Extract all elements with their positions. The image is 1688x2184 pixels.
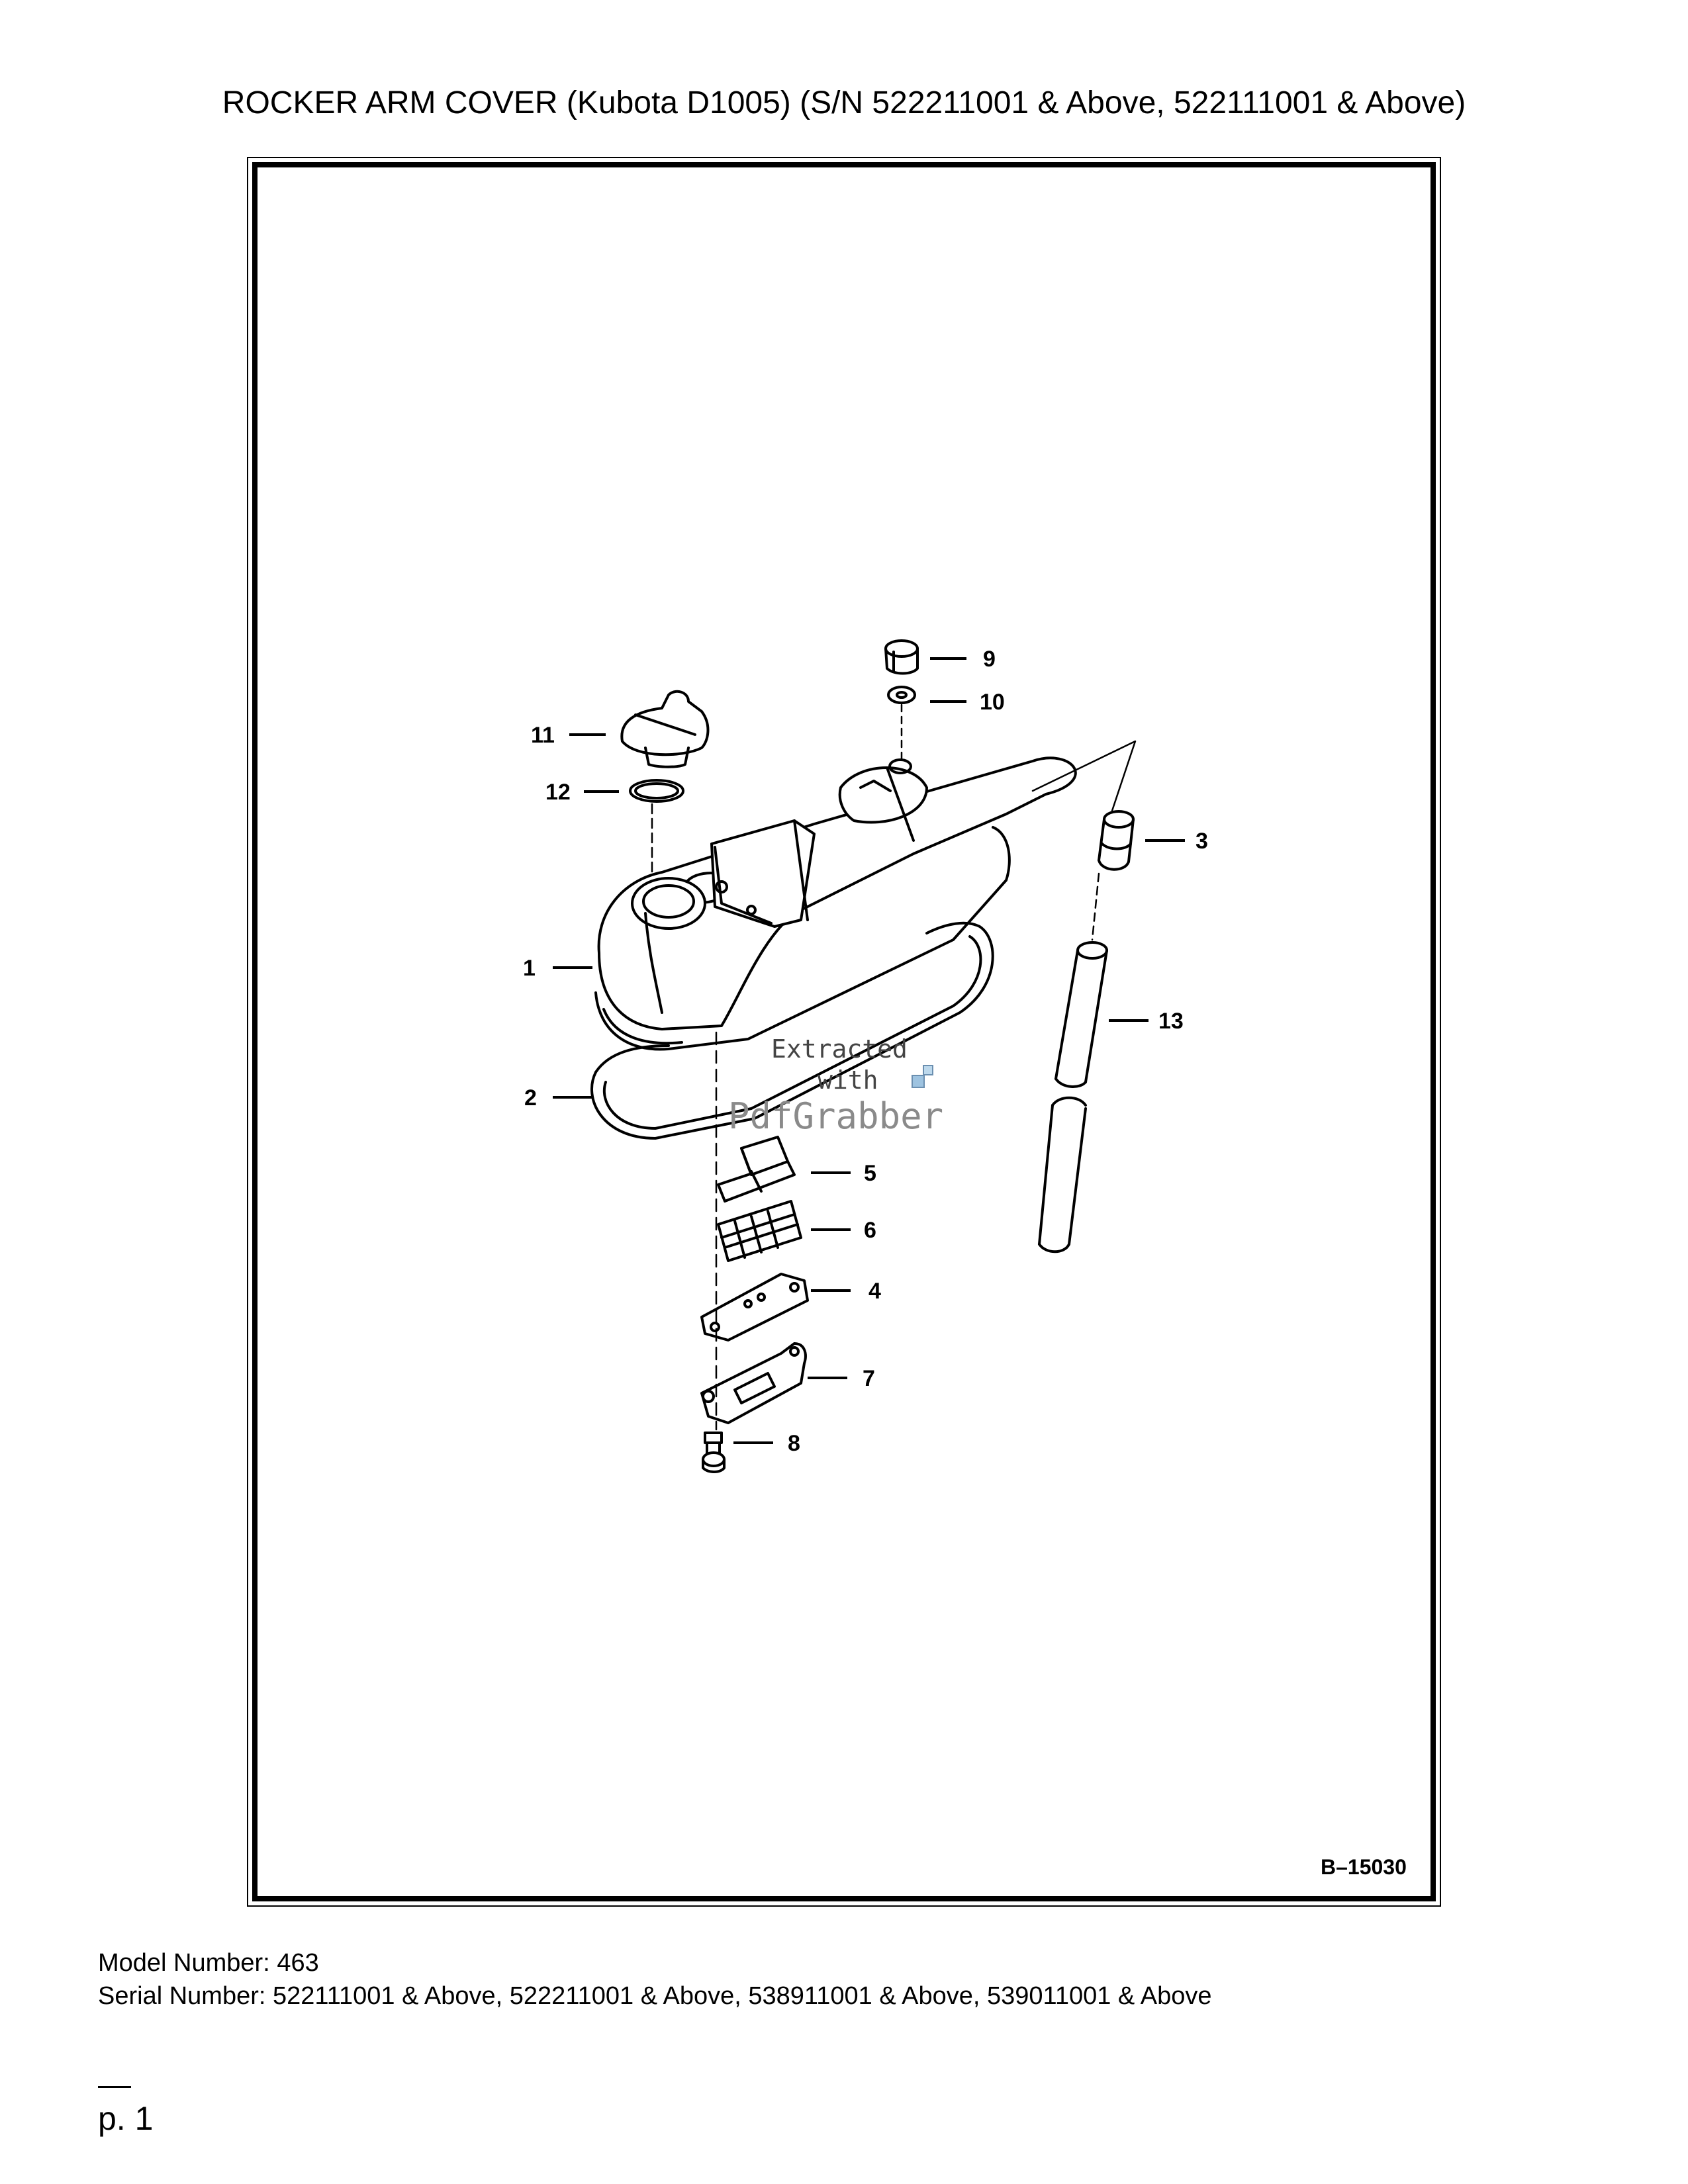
bolt-part — [702, 1432, 726, 1473]
diagram-frame-outer — [247, 157, 1441, 1907]
figure-code: B–15030 — [1321, 1855, 1407, 1879]
breather-element-part — [717, 1136, 796, 1203]
callout-2: 2 — [524, 1085, 537, 1111]
cover-plate-part — [700, 1342, 807, 1424]
rocker-arm-cover-part — [594, 756, 1077, 1051]
oil-filler-cap-part — [620, 690, 710, 768]
page-number-rule — [98, 2086, 131, 2088]
breather-pipe-part — [1098, 810, 1135, 871]
callout-1: 1 — [523, 956, 536, 981]
callout-10: 10 — [980, 690, 1005, 715]
callout-5: 5 — [864, 1161, 876, 1186]
callout-6: 6 — [864, 1218, 876, 1243]
model-number: Model Number: 463 — [98, 1949, 319, 1977]
page-title: ROCKER ARM COVER (Kubota D1005) (S/N 522… — [222, 85, 1466, 120]
callout-3: 3 — [1196, 829, 1208, 854]
callout-13: 13 — [1158, 1009, 1184, 1034]
callout-8: 8 — [788, 1431, 800, 1456]
gasket-part — [590, 921, 994, 1140]
watermark-line1: Extracted — [771, 1034, 908, 1064]
o-ring-part — [629, 779, 684, 803]
watermark-line3: PdfGrabber — [728, 1095, 943, 1137]
serial-number: Serial Number: 522111001 & Above, 522211… — [98, 1982, 1212, 2010]
callout-7: 7 — [863, 1366, 875, 1391]
watermark-logo-icon — [912, 1075, 925, 1088]
page-number: p. 1 — [98, 2100, 154, 2137]
callout-4: 4 — [868, 1279, 881, 1304]
assembly-lines — [651, 704, 1137, 1431]
watermark-line2: with — [818, 1066, 878, 1095]
plate-part — [700, 1273, 809, 1342]
callout-leaders — [553, 657, 1185, 1444]
washer-part — [887, 686, 916, 704]
diagram-frame — [252, 162, 1436, 1901]
callout-9: 9 — [983, 647, 996, 672]
breather-hose-part — [1038, 941, 1108, 1253]
callout-11: 11 — [531, 723, 555, 748]
watermark: Extracted with PdfGrabber — [728, 1034, 943, 1137]
watermark-logo-icon-small — [923, 1065, 933, 1075]
callout-12: 12 — [545, 780, 571, 805]
filter-mesh-part — [717, 1200, 802, 1262]
plug-part — [884, 639, 919, 675]
